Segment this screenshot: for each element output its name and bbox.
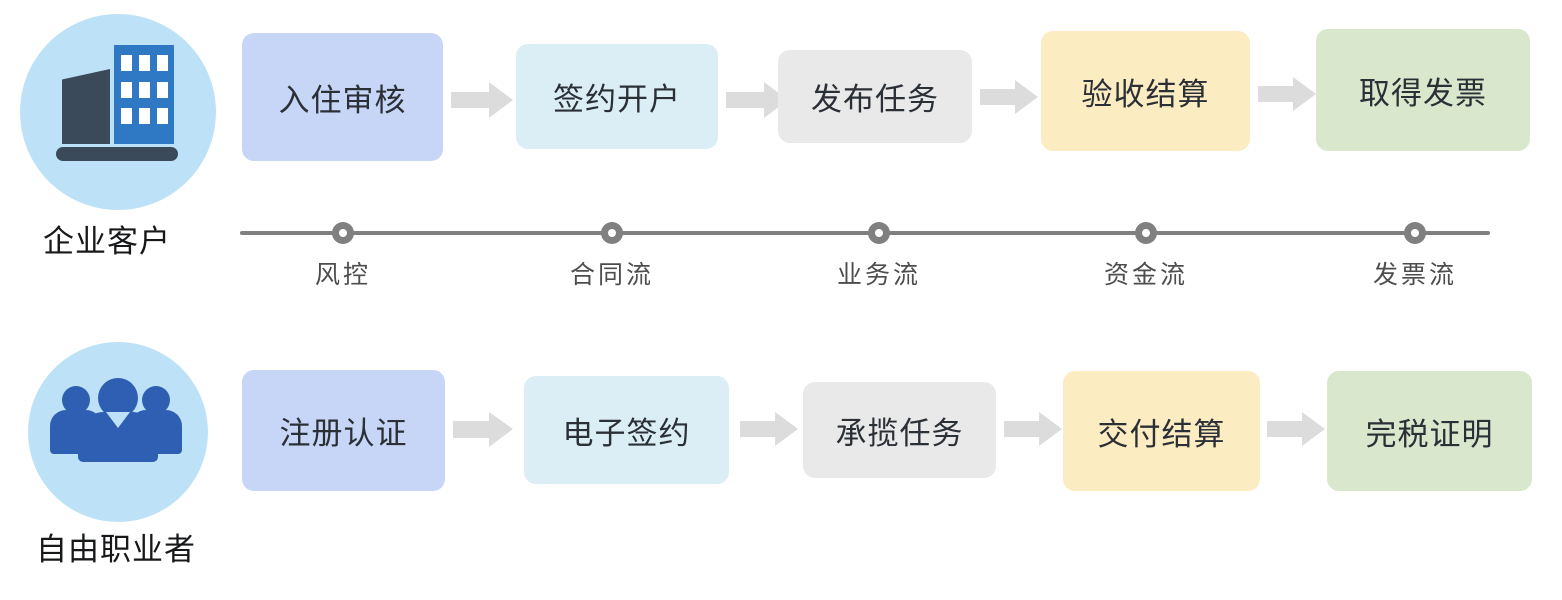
building-window [157,55,168,71]
step-label: 完税证明 [1365,416,1494,453]
right-arrow-icon [453,412,513,447]
step-box-freelancer-5[interactable]: 完税证明 [1327,371,1532,491]
step-label: 取得发票 [1359,75,1487,112]
step-box-freelancer-2[interactable]: 电子签约 [524,376,729,484]
step-label: 入住审核 [278,82,407,119]
enterprise-actor-icon-circle [20,14,216,210]
person-head-center [98,378,138,418]
person-head-right [142,386,170,414]
timeline-label-3: 业务流 [836,260,921,289]
right-arrow-icon [451,82,513,118]
freelancer-actor-icon-circle [28,342,208,522]
timeline-label-1: 风控 [314,260,371,289]
step-box-freelancer-1[interactable]: 注册认证 [242,370,445,491]
building-window [121,55,132,71]
building-left-lower [62,80,110,144]
timeline-label-4: 资金流 [1103,260,1188,289]
step-label: 承揽任务 [835,415,964,452]
building-window [139,108,150,124]
timeline-dot-icon[interactable] [1404,222,1426,244]
step-box-freelancer-4[interactable]: 交付结算 [1063,371,1260,491]
building-window [157,82,168,98]
step-box-freelancer-3[interactable]: 承揽任务 [803,382,996,478]
step-label: 注册认证 [279,416,408,452]
building-window [139,55,150,71]
step-box-enterprise-4[interactable]: 验收结算 [1041,31,1250,151]
timeline-dot-icon[interactable] [601,222,623,244]
right-arrow-icon [726,82,788,118]
timeline-dot-icon[interactable] [332,222,354,244]
person-head-left [62,386,90,414]
building-window [121,108,132,124]
right-arrow-icon [1004,412,1062,446]
building-base-bar [56,147,178,161]
timeline-label-5: 发票流 [1372,260,1457,289]
freelancer-actor-label: 自由职业者 [36,532,196,568]
people-group-icon [28,342,208,522]
building-window [139,82,150,98]
step-label: 电子签约 [562,415,691,452]
timeline-dot-icon[interactable] [1135,222,1157,244]
timeline-axis [240,231,1490,235]
right-arrow-icon [740,412,798,446]
step-label: 发布任务 [811,82,939,118]
timeline-label-2: 合同流 [569,260,654,289]
building-window [157,108,168,124]
step-box-enterprise-1[interactable]: 入住审核 [242,33,443,161]
step-box-enterprise-2[interactable]: 签约开户 [516,44,718,149]
enterprise-actor-label: 企业客户 [43,224,171,260]
step-label: 验收结算 [1081,76,1210,113]
step-box-enterprise-3[interactable]: 发布任务 [778,50,972,143]
step-label: 交付结算 [1097,416,1226,453]
building-window [121,82,132,98]
step-box-enterprise-5[interactable]: 取得发票 [1316,29,1530,151]
step-label: 签约开户 [553,82,681,118]
right-arrow-icon [1258,77,1316,111]
right-arrow-icon [980,80,1038,114]
office-building-icon [20,14,216,210]
timeline-dot-icon[interactable] [868,222,890,244]
right-arrow-icon [1267,412,1325,446]
